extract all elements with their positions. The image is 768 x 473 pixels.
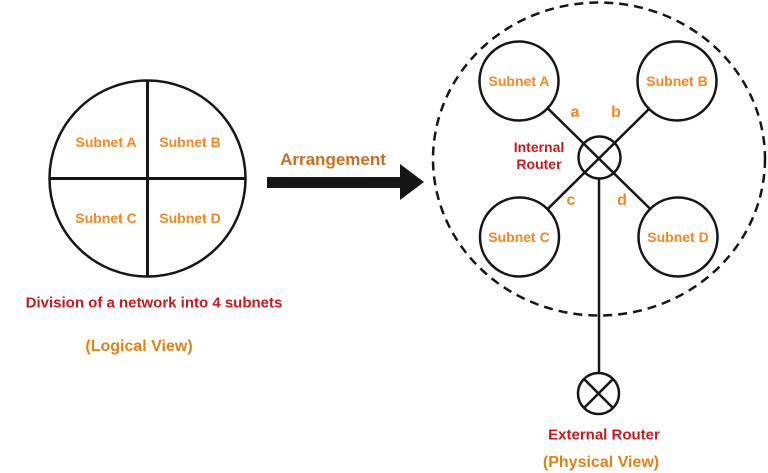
link-a-label: a (570, 104, 580, 121)
subnet-d-circle (637, 196, 719, 278)
logical-subnet-c-label: Subnet C (75, 210, 137, 226)
physical-view-label: (Physical View) (542, 454, 660, 471)
physical-subnet-d-label: Subnet D (647, 229, 709, 245)
internal-router-label-line1: Internal (513, 139, 565, 155)
subnet-a-circle (478, 40, 560, 122)
arrangement-label: Arrangement (280, 150, 386, 169)
link-c-label: c (566, 192, 576, 209)
network-boundary-dashed-circle (431, 1, 767, 317)
physical-subnet-b-label: Subnet B (646, 73, 708, 89)
subnet-c-circle (478, 196, 561, 278)
right-arrow-icon (267, 164, 424, 200)
external-router-label: External Router (548, 426, 660, 444)
subnet-b-circle (636, 40, 718, 122)
logical-caption: Division of a network into 4 subnets (25, 294, 283, 312)
logical-subnet-a-label: Subnet A (75, 134, 137, 150)
logical-subnet-d-label: Subnet D (159, 210, 221, 226)
link-b-label: b (611, 104, 621, 121)
external-router-x-line2 (583, 378, 614, 409)
internal-router-icon (577, 135, 622, 180)
internal-router-label: Internal Router (514, 139, 565, 173)
physical-subnet-a-label: Subnet A (488, 73, 550, 89)
link-d-label: d (617, 192, 627, 209)
logical-view-label: (Logical View) (85, 338, 193, 355)
physical-subnet-c-label: Subnet C (488, 229, 550, 245)
logical-subnet-b-label: Subnet B (159, 134, 221, 150)
link-b-c (546, 107, 651, 211)
internal-router-label-line2: Router (516, 156, 562, 172)
